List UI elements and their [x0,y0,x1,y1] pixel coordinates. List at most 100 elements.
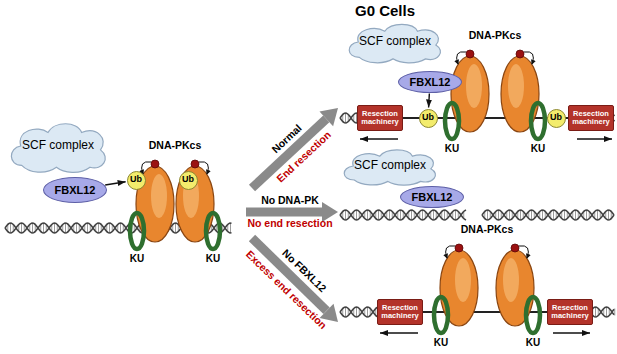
dna-rung [564,210,565,220]
ubiquitin-circle: Ub [127,171,146,190]
scf-complex-cloud: SCF complex [339,145,441,187]
dna-strand [340,210,466,220]
pathway-arrow-head [319,108,338,126]
dna-rung [455,210,456,220]
phospho-dot [191,160,199,168]
node-text: SCF complex [359,35,431,48]
dna-pkcs-body [440,250,478,326]
ku-ring [206,213,220,249]
dna-rung [54,223,55,233]
dna-rung [444,210,445,220]
dna-rung [400,210,401,220]
dna-rung [109,223,110,233]
node-text: FBXL12 [412,191,453,203]
autophospho-arrow [524,52,533,64]
dna-pkcs-body [176,166,214,242]
dna-rung [498,210,499,220]
ubiquitin-circle: Ub [547,109,566,128]
phospho-dot [511,244,519,252]
dna-pkcs-protein [501,50,539,132]
dna-helix [340,210,466,220]
dna-pkcs-highlight [151,174,167,218]
node-text: SCF complex [22,139,94,152]
dna-rung [422,210,423,220]
dna-pkcs-protein [440,244,478,326]
dna-rung [606,307,607,317]
resection-machinery-box: Resection machinery [547,299,593,325]
ubiquitin-circle: Ub [179,171,198,190]
dna-pkcs-protein [451,50,489,132]
ku-label: KU [130,253,144,264]
dna-rung [87,223,88,233]
dna-rung [230,223,231,233]
dna-rung [608,210,609,220]
ku-ring [531,103,545,139]
dna-rung [345,210,346,220]
ku-label: KU [445,143,459,154]
dna-rung [542,210,543,220]
fbxl12-ellipse: FBXL12 [398,71,462,93]
ku-label: KU [206,253,220,264]
ku-label: KU [526,337,540,348]
autophospho-arrow [142,162,151,174]
ubiquitin-circle: Ub [419,109,438,128]
condition-label: No DNA-PK [261,195,319,207]
protein-label: DNA-PKcs [149,140,202,152]
resection-direction-arrow [577,138,612,140]
dna-rung [487,210,488,220]
dna-rung [65,223,66,233]
phospho-dot [455,244,463,252]
protein-label: DNA-PKcs [461,224,514,236]
dna-rung [595,307,596,317]
cloud-shape [349,24,440,63]
dna-rung [367,210,368,220]
dna-rung [43,223,44,233]
node-text: SCF complex [354,159,426,172]
dna-pkcs-protein [496,244,534,326]
dna-pkcs-body [501,56,539,132]
dna-strand [590,307,614,317]
cloud-shape [11,124,105,173]
scf-complex-cloud: SCF complex [6,117,111,175]
resection-machinery-box: Resection machinery [377,299,423,325]
fbxl12-ellipse: FBXL12 [400,186,464,208]
ku-ring [445,103,459,139]
ku-ring [434,297,448,333]
dna-rung [120,223,121,233]
dna-strand [340,210,466,220]
node-text: Resection machinery [549,304,591,320]
resection-direction-arrow [360,138,398,140]
dna-strand [590,307,614,317]
dna-strand [482,210,614,220]
node-text: Ub [130,175,142,185]
dna-pkcs-body [496,250,534,326]
autophospho-arrow [519,246,528,258]
phospho-dot [151,160,159,168]
dna-helix [482,210,614,220]
dna-rung [356,210,357,220]
node-text: Resection machinery [570,110,612,126]
scf-complex-cloud: SCF complex [344,19,446,65]
dna-rung [597,210,598,220]
dna-rung [553,210,554,220]
cloud-shape [344,150,435,185]
fbxl12-ellipse: FBXL12 [43,177,107,203]
resection-machinery-box: Resection machinery [357,105,403,131]
ku-ring [130,213,144,249]
outcome-label: No end resection [247,218,332,230]
dna-rung [520,210,521,220]
dna-rung [21,223,22,233]
autophospho-arrow [446,246,455,258]
dna-strand [482,210,614,220]
autophospho-arrow [199,162,208,174]
dna-rung [575,210,576,220]
autophospho-arrow [457,52,466,64]
dna-pkcs-highlight [503,258,519,302]
node-text: Ub [182,175,194,185]
dna-rung [10,223,11,233]
dna-pkcs-highlight [508,64,524,108]
dna-rung [389,210,390,220]
